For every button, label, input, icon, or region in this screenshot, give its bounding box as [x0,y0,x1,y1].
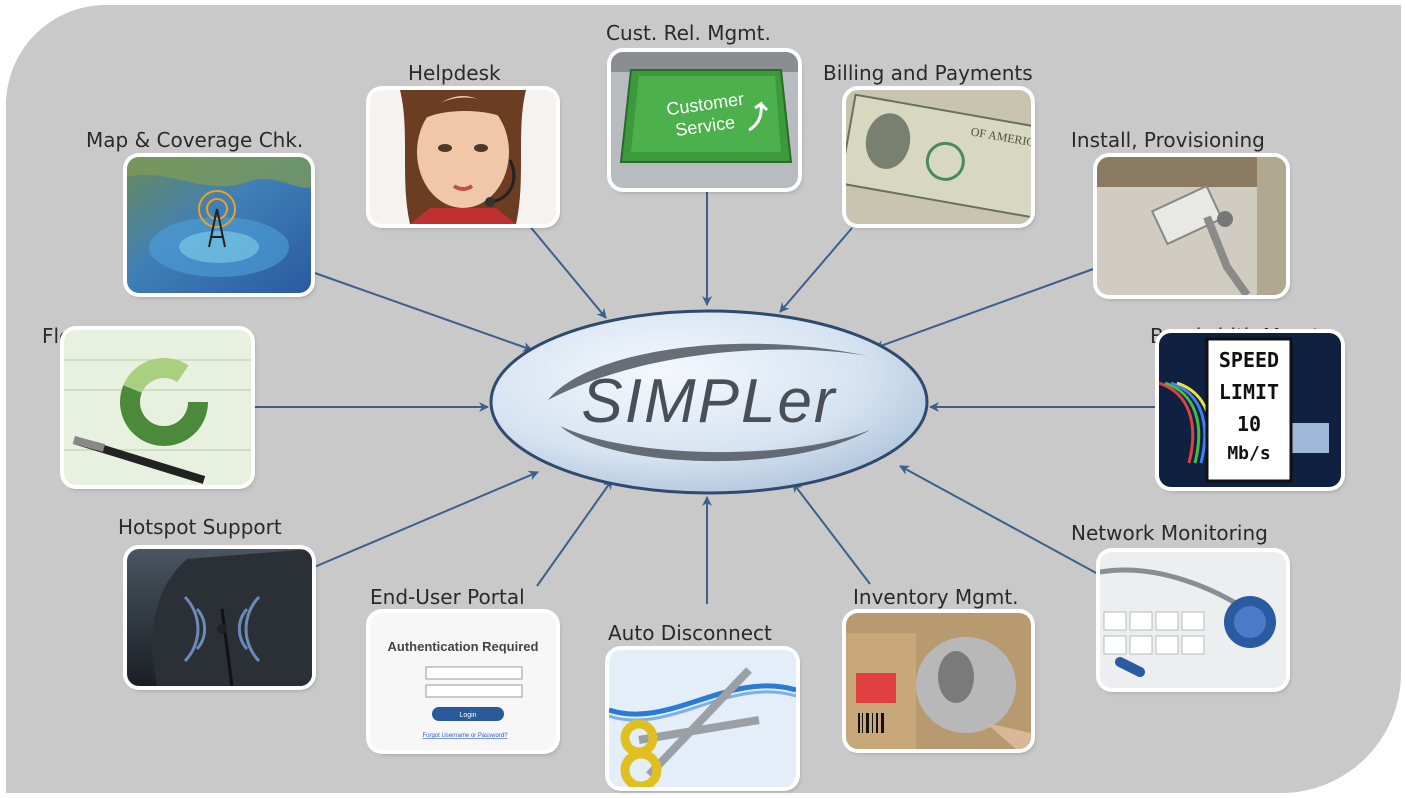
svg-text:Authentication Required: Authentication Required [388,639,539,654]
arrow-billing [779,227,853,313]
antenna-mount-photo [1097,157,1286,295]
label-portal: End-User Portal [370,585,525,609]
customer-service-key-photo: Customer Service [611,52,798,188]
dollar-bills-photo: OF AMERICA [846,90,1031,224]
headset-agent-photo [370,90,556,224]
coverage-map-photo [127,157,311,293]
svg-text:Forgot Username or Password?: Forgot Username or Password? [422,733,508,739]
svg-text:Login: Login [459,712,476,719]
svg-text:LIMIT: LIMIT [1219,380,1279,404]
label-disconnect: Auto Disconnect [608,621,772,645]
svg-text:Mb/s: Mb/s [1227,443,1270,464]
wifi-hotspot-photo [127,549,312,686]
label-billing: Billing and Payments [823,61,1033,85]
scissors-cable-photo [609,650,796,787]
arrow-monitoring [899,465,1099,575]
arrow-helpdesk [527,223,607,319]
arrow-inventory [792,482,871,585]
svg-text:SPEED: SPEED [1219,348,1279,372]
svg-text:10: 10 [1237,412,1261,436]
arrow-portal [536,479,613,587]
label-monitoring: Network Monitoring [1071,521,1268,545]
arrow-map [311,271,533,352]
simpler-hub: SIMPLer [488,308,930,496]
label-crm: Cust. Rel. Mgmt. [606,21,771,45]
arrow-install [874,267,1097,350]
barcode-scanner-photo [846,613,1031,749]
stethoscope-keyboard-photo [1100,552,1286,688]
label-map: Map & Coverage Chk. [86,128,304,152]
speed-limit-sign-photo: SPEED LIMIT 10 Mb/s [1159,333,1341,487]
arrow-hotspot [311,470,539,569]
donut-chart-report-photo [64,330,251,485]
label-install: Install, Provisioning [1071,128,1265,152]
label-hotspot: Hotspot Support [118,515,282,539]
label-inventory: Inventory Mgmt. [853,585,1019,609]
hub-title: SIMPLer [581,367,837,436]
login-screen-photo: Authentication Required Login Forgot Use… [370,613,556,750]
label-helpdesk: Helpdesk [408,61,501,85]
